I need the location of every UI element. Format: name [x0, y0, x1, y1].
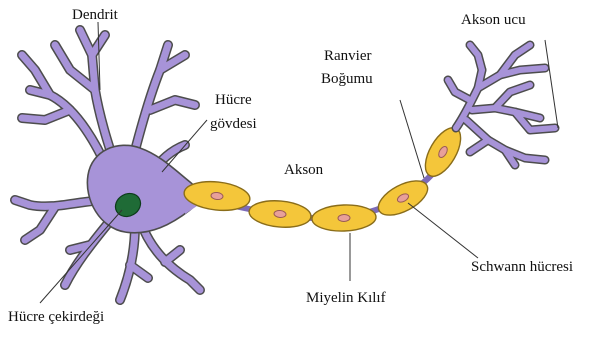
- leader-hucre-govdesi: [162, 120, 207, 172]
- label-akson-ucu: Akson ucu: [461, 12, 526, 28]
- label-miyelin: Miyelin Kılıf: [306, 290, 386, 306]
- myelin-segment: [248, 198, 312, 229]
- label-dendrit: Dendrit: [72, 7, 119, 23]
- label-akson: Akson: [284, 162, 324, 178]
- cell-body-and-dendrites: [15, 30, 200, 300]
- leader-schwann: [408, 203, 478, 258]
- schwann-nucleus: [338, 214, 350, 221]
- myelin-segment: [418, 122, 468, 182]
- label-ranvier-line1: Ranvier: [324, 48, 371, 64]
- leader-ranvier: [400, 100, 424, 178]
- label-ranvier-line2: Boğumu: [321, 71, 373, 87]
- leader-akson-ucu: [545, 40, 558, 128]
- label-cekirdek: Hücre çekirdeği: [8, 309, 104, 325]
- axon-terminals: [448, 45, 555, 165]
- label-hucre-govdesi-line1: Hücre: [215, 92, 252, 108]
- cell-body: [87, 145, 197, 232]
- myelin-segment: [312, 204, 377, 232]
- label-schwann: Schwann hücresi: [471, 259, 573, 275]
- leader-cekirdek: [40, 210, 122, 303]
- label-hucre-govdesi-line2: gövdesi: [210, 116, 257, 132]
